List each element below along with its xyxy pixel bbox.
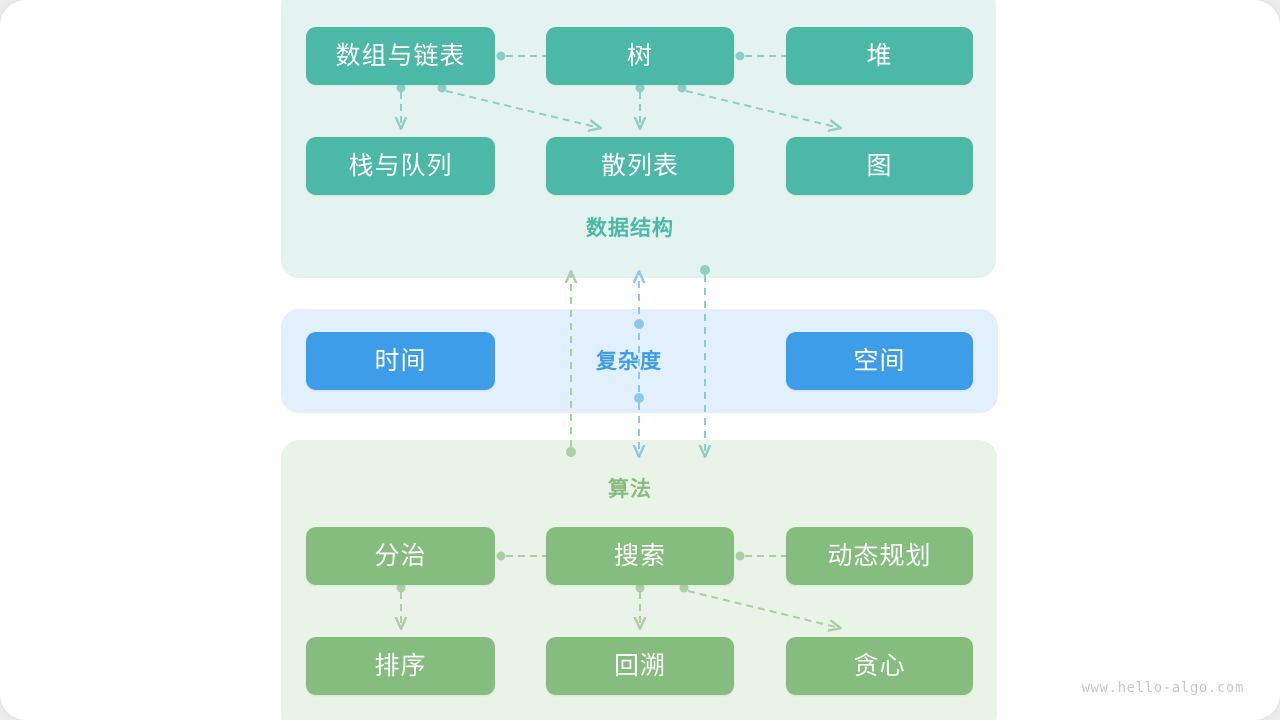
node-graph[interactable]: 图	[786, 137, 973, 195]
node-heap[interactable]: 堆	[786, 27, 973, 85]
node-stack-queue[interactable]: 栈与队列	[306, 137, 495, 195]
node-greedy[interactable]: 贪心	[786, 637, 973, 695]
watermark-url: www.hello-algo.com	[1081, 680, 1244, 696]
node-dynamic-programming[interactable]: 动态规划	[786, 527, 973, 585]
node-sorting[interactable]: 排序	[306, 637, 495, 695]
node-hash-table[interactable]: 散列表	[546, 137, 734, 195]
node-divide-conquer[interactable]: 分治	[306, 527, 495, 585]
node-tree[interactable]: 树	[546, 27, 734, 85]
node-array-linkedlist[interactable]: 数组与链表	[306, 27, 495, 85]
node-space[interactable]: 空间	[786, 332, 973, 390]
section-caption-data-structure: 数据结构	[586, 217, 674, 240]
node-search[interactable]: 搜索	[546, 527, 734, 585]
node-time[interactable]: 时间	[306, 332, 495, 390]
section-caption-complexity: 复杂度	[596, 350, 662, 373]
node-backtracking[interactable]: 回溯	[546, 637, 734, 695]
section-caption-algorithm: 算法	[608, 478, 652, 501]
